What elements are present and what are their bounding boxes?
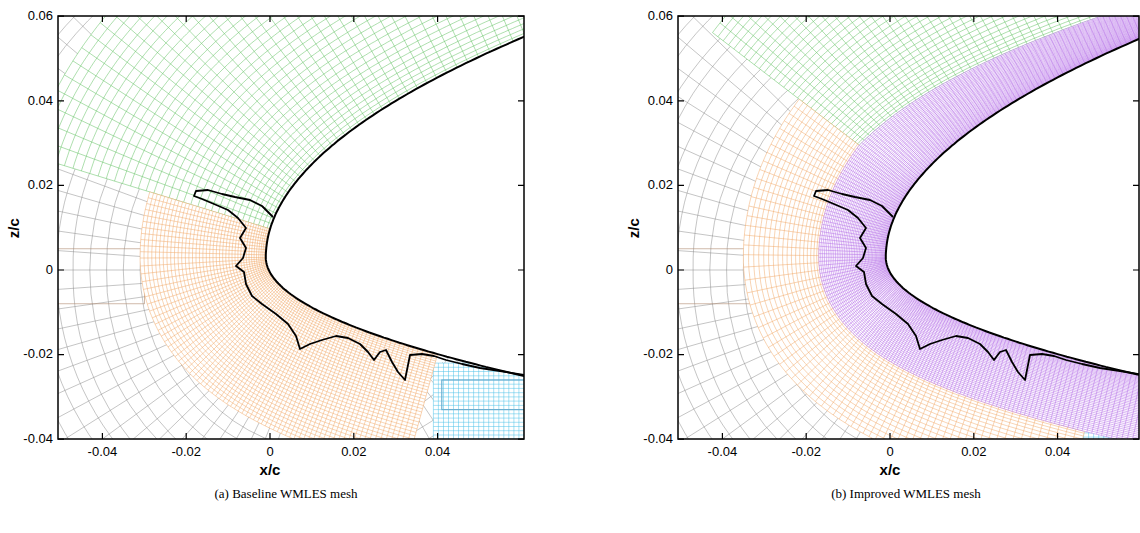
isosurface-contour [194, 190, 524, 380]
tick-label: -0.02 [791, 445, 821, 459]
tick-label: -0.02 [643, 347, 673, 361]
tick-label: 0 [266, 445, 273, 459]
tick-label: 0.04 [648, 94, 673, 108]
subfigure-caption: (a) Baseline WMLES mesh [214, 487, 357, 501]
axis-ticks [678, 16, 1139, 439]
axes-frame [58, 16, 524, 439]
axis-ticks [58, 16, 524, 439]
axes-frame [678, 16, 1139, 439]
refinement-box [58, 249, 144, 304]
airfoil-body [266, 21, 524, 385]
tick-label: -0.04 [88, 445, 118, 459]
tick-label: 0 [46, 263, 53, 277]
tick-label: 0.02 [648, 178, 673, 192]
axis-label: x/c [260, 462, 281, 479]
plot-area [678, 16, 1139, 439]
subfigure-caption: (b) Improved WMLES mesh [831, 487, 981, 501]
axis-label: z/c [6, 218, 23, 238]
blue-block-ground [433, 363, 524, 439]
airfoil-body [886, 21, 1139, 385]
tick-label: -0.04 [23, 432, 53, 446]
background-mesh [678, 16, 1139, 439]
airfoil-surface [266, 21, 524, 385]
tick-label: -0.04 [708, 445, 738, 459]
tick-label: 0.04 [1045, 445, 1070, 459]
tick-label: 0.02 [341, 445, 366, 459]
background-mesh [58, 16, 524, 439]
isosurface-contour [814, 190, 1139, 380]
blue-inner-box [442, 380, 524, 410]
tick-label: 0 [886, 445, 893, 459]
tick-label: 0.04 [425, 445, 450, 459]
tick-label: 0.02 [961, 445, 986, 459]
purple-mesh [819, 16, 1139, 439]
tick-label: 0.04 [28, 94, 53, 108]
tick-label: 0.06 [648, 9, 673, 23]
tick-label: 0.02 [28, 178, 53, 192]
axis-label: z/c [626, 218, 643, 238]
tick-label: -0.02 [171, 445, 201, 459]
blue-mesh [433, 363, 524, 439]
tick-label: -0.04 [643, 432, 673, 446]
plot-area [58, 16, 524, 439]
tick-label: -0.02 [23, 347, 53, 361]
tick-label: 0 [666, 263, 673, 277]
airfoil-surface [886, 21, 1139, 385]
tick-label: 0.06 [28, 9, 53, 23]
purple-mesh-ground [819, 16, 1139, 439]
axis-label: x/c [880, 462, 901, 479]
